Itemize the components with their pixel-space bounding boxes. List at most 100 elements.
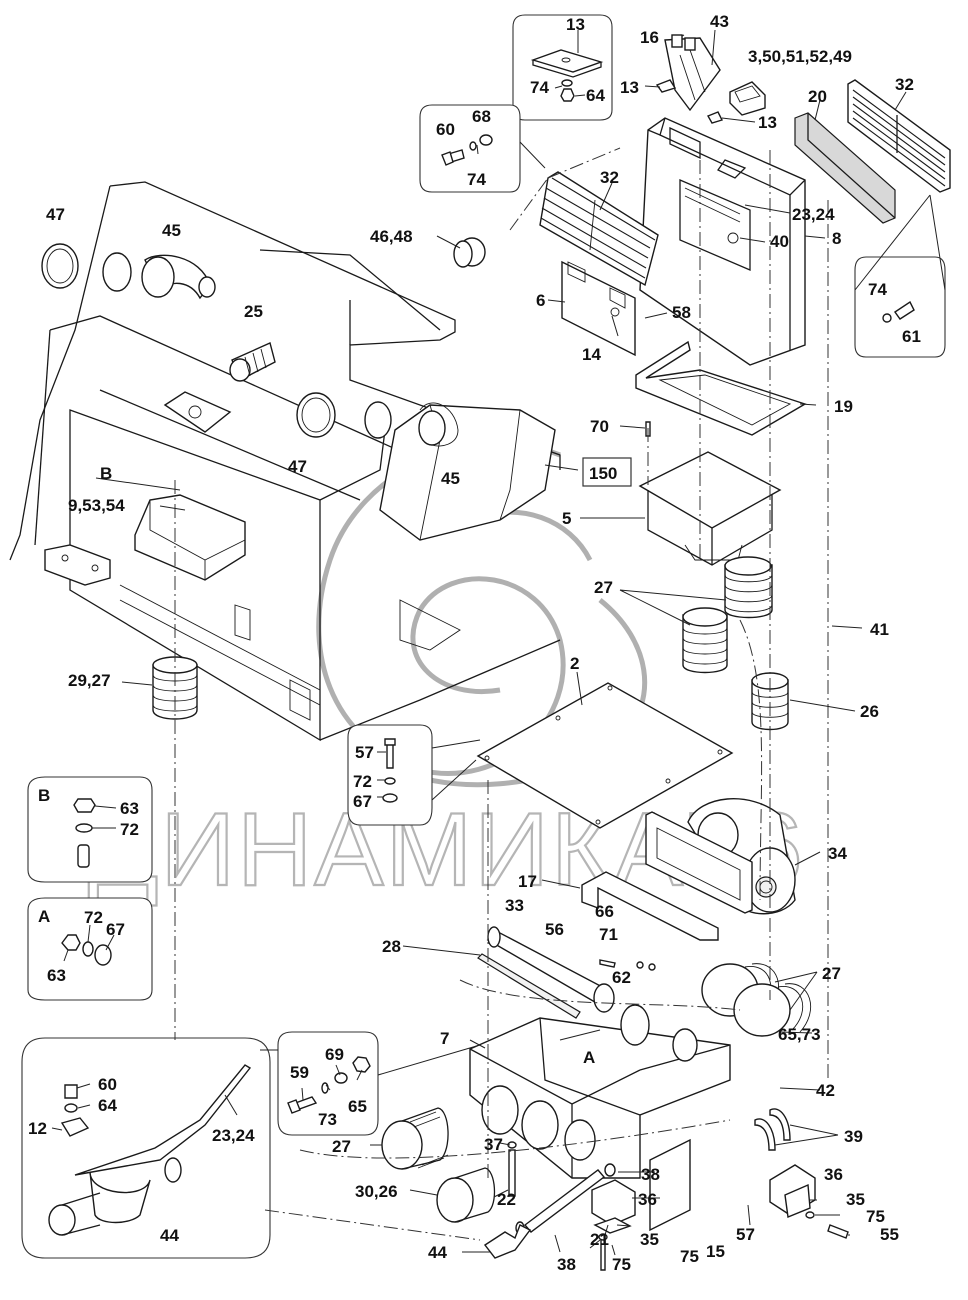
label-74: 74 (467, 170, 486, 189)
bolt-55 (827, 1224, 849, 1239)
label-75: 75 (680, 1247, 699, 1266)
label-B: B (100, 464, 112, 483)
tube-22 (508, 1149, 516, 1197)
label-35: 35 (640, 1230, 659, 1249)
grille-32a (539, 171, 659, 287)
label-41: 41 (870, 620, 889, 639)
label-38: 38 (557, 1255, 576, 1274)
hose-27-right-b (733, 983, 812, 1037)
label-13: 13 (566, 15, 585, 34)
label-75: 75 (612, 1255, 631, 1274)
detail-label-B: B (38, 786, 50, 805)
label-13: 13 (758, 113, 777, 132)
label-27: 27 (332, 1137, 351, 1156)
elbow-39b (754, 1118, 776, 1151)
label-15: 15 (706, 1242, 725, 1261)
label-67: 67 (106, 920, 125, 939)
label-14: 14 (582, 345, 601, 364)
grommet-47b (296, 392, 336, 438)
valve-detail-44 (21, 1037, 271, 1259)
label-13: 13 (620, 78, 639, 97)
label-21: 21 (590, 1230, 609, 1249)
hose-30-26 (436, 1167, 496, 1223)
label-44: 44 (428, 1243, 447, 1262)
detail-view-B (27, 776, 153, 883)
label-25: 25 (244, 302, 263, 321)
label-63: 63 (47, 966, 66, 985)
label-29-27: 29,27 (68, 671, 111, 690)
housing-parts (41, 237, 486, 720)
label-64: 64 (586, 86, 605, 105)
detail-inset-59 (277, 1031, 379, 1136)
hose-27-upper (724, 556, 773, 619)
label-28: 28 (382, 937, 401, 956)
label-3-50-51-52-49: 3,50,51,52,49 (748, 47, 852, 66)
valve-44 (483, 1224, 532, 1259)
switch-block (729, 81, 766, 116)
label-42: 42 (816, 1081, 835, 1100)
detail-label-A: A (38, 907, 50, 926)
label-71: 71 (599, 925, 618, 944)
label-16: 16 (640, 28, 659, 47)
label-56: 56 (545, 920, 564, 939)
label-61: 61 (902, 327, 921, 346)
label-68: 68 (472, 107, 491, 126)
label-65: 65 (348, 1097, 367, 1116)
small-parts-bottom (483, 959, 849, 1271)
label-A: A (583, 1048, 595, 1067)
center-lines (174, 147, 829, 1241)
label-34: 34 (828, 844, 847, 863)
grommet-47a (41, 243, 79, 289)
label-7: 7 (440, 1029, 449, 1048)
heater-box-7 (469, 926, 731, 1179)
callout-labels: 13 74 64 16 43 13 13 3,50,51,52,49 32 20… (28, 12, 921, 1274)
plate-35b (784, 1183, 811, 1218)
label-47: 47 (288, 457, 307, 476)
label-23-24: 23,24 (792, 205, 835, 224)
label-62: 62 (612, 968, 631, 987)
label-58: 58 (672, 303, 691, 322)
label-8: 8 (832, 229, 841, 248)
label-70: 70 (590, 417, 609, 436)
middle-parts (347, 556, 796, 941)
assembly-ref-box (582, 457, 632, 487)
label-45: 45 (441, 469, 460, 488)
label-72: 72 (120, 820, 139, 839)
label-22: 22 (497, 1190, 516, 1209)
block-36a (591, 1179, 636, 1226)
leader-lines (51, 29, 946, 1256)
label-67: 67 (353, 792, 372, 811)
label-35: 35 (846, 1190, 865, 1209)
coupling-46-48 (453, 237, 486, 268)
detail-inset-13 (512, 14, 613, 121)
label-38: 38 (641, 1165, 660, 1184)
label-44: 44 (160, 1226, 179, 1245)
detail-view-A (27, 897, 153, 1001)
seal-strip-28 (477, 953, 581, 1019)
label-150: 150 (589, 464, 617, 483)
label-43: 43 (710, 12, 729, 31)
label-33: 33 (505, 896, 524, 915)
label-9-53-54: 9,53,54 (68, 496, 125, 515)
cover-plate-2 (476, 682, 734, 829)
label-32: 32 (600, 168, 619, 187)
label-72: 72 (84, 908, 103, 927)
detail-inset-60 (419, 104, 521, 193)
label-26: 26 (860, 702, 879, 721)
elbow-39a (769, 1108, 791, 1141)
label-72: 72 (353, 772, 372, 791)
label-12: 12 (28, 1119, 47, 1138)
label-39: 39 (844, 1127, 863, 1146)
frame-17 (645, 811, 753, 914)
plate-15 (649, 1138, 691, 1232)
label-30-26: 30,26 (355, 1182, 398, 1201)
label-36: 36 (638, 1190, 657, 1209)
label-20: 20 (808, 87, 827, 106)
label-74: 74 (868, 280, 887, 299)
label-46-48: 46,48 (370, 227, 413, 246)
label-60: 60 (98, 1075, 117, 1094)
label-74: 74 (530, 78, 549, 97)
label-59: 59 (290, 1063, 309, 1082)
hose-25 (229, 342, 276, 382)
